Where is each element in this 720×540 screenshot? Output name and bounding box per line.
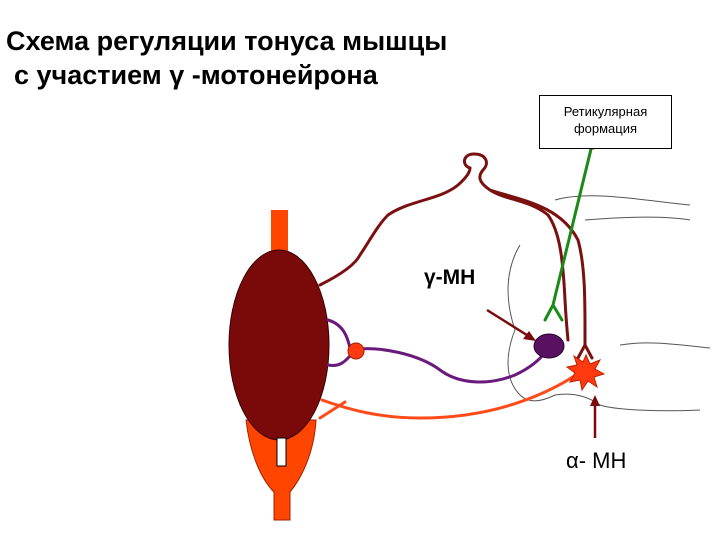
- reticulospinal-fiber: [543, 143, 594, 322]
- afferent-fiber: [318, 152, 587, 342]
- alpha-fiber: [318, 370, 582, 420]
- muscle-spindle: [276, 437, 287, 467]
- title-line-2: с участием γ -мотонейрона: [14, 60, 378, 90]
- gamma-pointer-arrow: [486, 308, 536, 341]
- alpha-mn-label: α- МН: [566, 448, 627, 473]
- diagram-title: Схема регуляции тонуса мышцы с участием …: [6, 24, 447, 92]
- reticular-formation-line-1: Ретикулярная: [563, 104, 648, 119]
- alpha-pointer-arrow: [590, 395, 600, 438]
- spinal-cord-outline: [507, 195, 711, 412]
- gamma-mn-label: γ-МН: [424, 266, 476, 289]
- alpha-motoneuron: [565, 353, 606, 392]
- reticular-formation-box: Ретикулярная формация: [539, 95, 672, 149]
- muscle-belly: [228, 249, 330, 441]
- title-line-1: Схема регуляции тонуса мышцы: [6, 26, 448, 56]
- afferent-fork: [576, 328, 594, 360]
- reticular-formation-line-2: формация: [573, 121, 638, 136]
- gamma-motoneuron: [533, 333, 565, 359]
- lower-tendon: [245, 419, 317, 521]
- spindle-receptor-dot: [347, 342, 365, 360]
